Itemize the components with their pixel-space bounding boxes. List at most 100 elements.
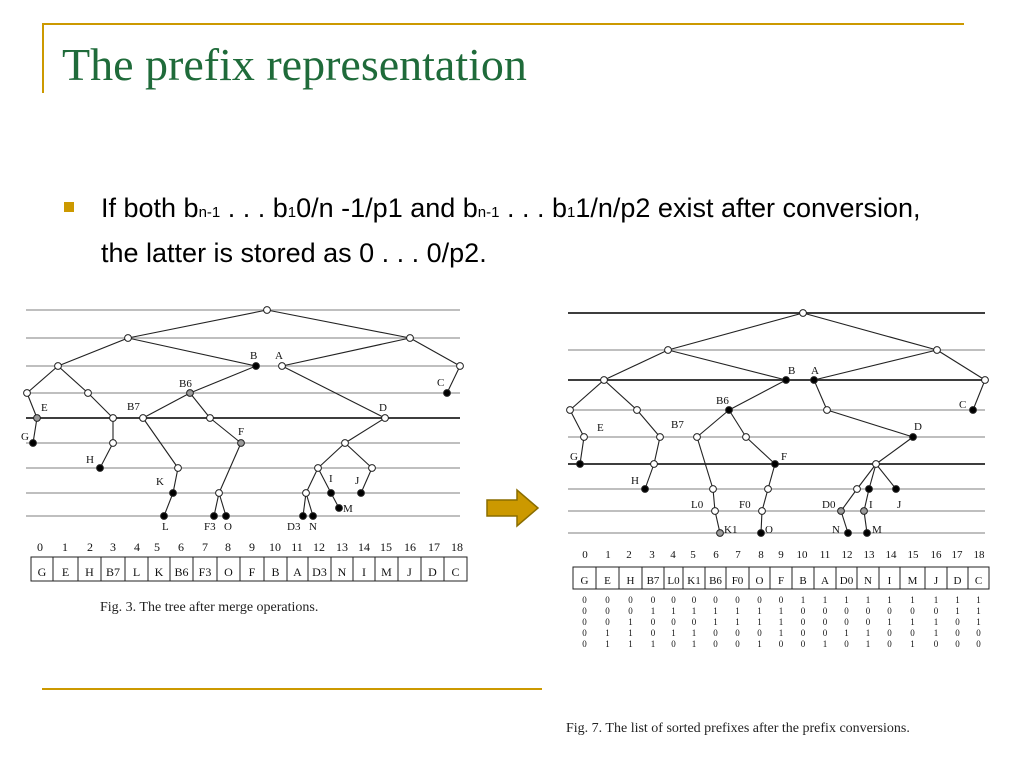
prefix-bit: 1: [735, 606, 740, 616]
subscript: 1: [287, 204, 297, 221]
node-label: C: [959, 399, 966, 411]
index-label: 5: [690, 549, 696, 561]
tree-edge: [305, 467, 319, 494]
tree-node: [837, 507, 845, 515]
tree-node: [174, 464, 182, 472]
tree-edge: [840, 488, 858, 512]
array-cell-value: B6: [174, 565, 188, 579]
tree-node: [252, 362, 260, 370]
tree-edge: [218, 442, 242, 494]
node-label: F: [238, 426, 244, 438]
prefix-bit: 1: [779, 628, 784, 638]
index-label: 5: [154, 540, 160, 554]
node-label: D3: [287, 521, 301, 533]
prefix-bit: 0: [955, 639, 960, 649]
index-label: 15: [908, 549, 920, 561]
prefix-bit: 0: [605, 606, 610, 616]
prefix-bit: 0: [823, 617, 828, 627]
tree-edge: [936, 349, 986, 381]
array-cell-value: J: [407, 565, 412, 579]
prefix-bit: 1: [910, 595, 915, 605]
tree-edge: [266, 309, 411, 339]
array-cell-value: B7: [106, 565, 120, 579]
array-cell-value: L: [133, 565, 140, 579]
prefix-bit: 1: [757, 639, 762, 649]
tree-edge: [281, 337, 411, 367]
array-cell-value: B: [799, 575, 806, 587]
tree-node: [716, 529, 724, 537]
tree-node: [210, 512, 218, 520]
bullet-text-part: . . . b: [220, 193, 288, 223]
node-label: B7: [127, 401, 140, 413]
index-label: 8: [758, 549, 764, 561]
array-cell-value: E: [62, 565, 69, 579]
index-label: 16: [404, 540, 416, 554]
tree-node: [892, 485, 900, 493]
tree-edge: [172, 467, 179, 494]
tree-edge: [87, 392, 114, 419]
tree-edge: [667, 349, 787, 381]
tree-node: [206, 414, 214, 422]
prefix-bit: 1: [628, 628, 633, 638]
prefix-bit: 1: [713, 606, 718, 616]
tree-node: [933, 346, 941, 354]
bullet-text: If both bn-1 . . . b10/n -1/p1 and bn-1 …: [101, 188, 961, 273]
tree-node: [314, 464, 322, 472]
prefix-bit: 1: [976, 617, 981, 627]
tree-edge: [317, 442, 346, 469]
tree-node: [109, 414, 117, 422]
prefix-bit: 0: [976, 628, 981, 638]
array-cell-value: D: [954, 575, 962, 587]
array-frame: [30, 556, 468, 582]
index-label: 13: [864, 549, 876, 561]
prefix-bit: 0: [671, 617, 676, 627]
tree-node: [865, 485, 873, 493]
prefix-bit: 1: [934, 628, 939, 638]
prefix-bit: 0: [692, 595, 697, 605]
tree-edge: [696, 436, 714, 490]
tree-node: [757, 529, 765, 537]
prefix-bit: 1: [887, 595, 892, 605]
index-label: 18: [974, 549, 986, 561]
tree-node: [823, 406, 831, 414]
right-arrow-icon: [486, 488, 540, 528]
tree-node: [909, 433, 917, 441]
node-label: E: [597, 422, 604, 434]
prefix-bit: 0: [582, 628, 587, 638]
tree-node: [381, 414, 389, 422]
tree-node: [327, 489, 335, 497]
index-label: 17: [428, 540, 440, 554]
prefix-bit: 0: [582, 639, 587, 649]
tree-node: [278, 362, 286, 370]
node-label: N: [309, 521, 317, 533]
figure-caption: Fig. 3. The tree after merge operations.: [100, 600, 318, 615]
array-cell-value: F: [249, 565, 256, 579]
tree-edge: [603, 379, 638, 411]
tree-node: [169, 489, 177, 497]
prefix-bit: 1: [605, 639, 610, 649]
tree-node: [725, 406, 733, 414]
array-cell-value: O: [756, 575, 764, 587]
tree-node: [160, 512, 168, 520]
tree-node: [335, 504, 343, 512]
tree-edge: [32, 417, 38, 444]
tree-node: [23, 389, 31, 397]
node-label: I: [869, 499, 873, 511]
node-label: D0: [822, 499, 836, 511]
tree-node: [600, 376, 608, 384]
tree-edge: [127, 337, 257, 367]
tree-node: [299, 512, 307, 520]
prefix-bit: 1: [651, 639, 656, 649]
node-label: D: [914, 421, 922, 433]
index-label: 10: [797, 549, 809, 561]
array-cell-value: B: [271, 565, 279, 579]
array-cell-value: K1: [687, 575, 700, 587]
array-cell-value: F3: [199, 565, 212, 579]
node-label: M: [343, 503, 353, 515]
tree-node: [33, 414, 41, 422]
array-cell-value: K: [155, 565, 164, 579]
index-label: 16: [931, 549, 943, 561]
tree-node: [109, 439, 117, 447]
bullet-text-part: 1/n/p2 exist after conversion, the latte…: [101, 193, 921, 268]
tree-node: [309, 512, 317, 520]
